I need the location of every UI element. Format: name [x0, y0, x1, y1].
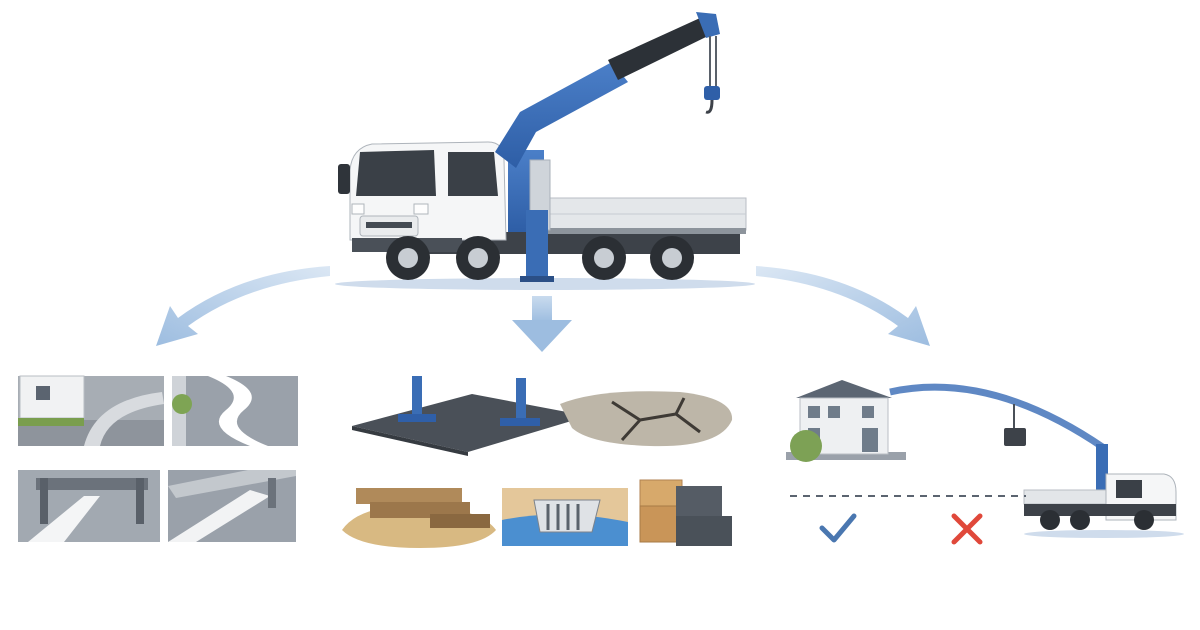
- building-lift-tile: [786, 380, 1184, 538]
- flatbed: [547, 197, 747, 234]
- ground-condition-group: [342, 376, 733, 548]
- arrow-left: [156, 266, 330, 346]
- soft-soil-timber-tile: [342, 488, 496, 548]
- winding-road-tile: [172, 376, 298, 446]
- check-icon: [819, 513, 857, 543]
- lift-reach-group: [786, 380, 1184, 545]
- drainage-grate-tile: [502, 488, 628, 546]
- crane-column: [508, 150, 554, 282]
- truck-cab: [338, 141, 507, 252]
- outrigger-plates-tile: [352, 376, 588, 456]
- cross-icon: [951, 513, 983, 545]
- crane-hook: [704, 36, 720, 114]
- small-crane-truck: [889, 383, 1184, 538]
- narrow-lane-wall-tile: [168, 470, 296, 542]
- house-driveway-tile: [18, 375, 164, 446]
- road-access-group: [18, 375, 298, 542]
- crane-truck: [335, 12, 755, 290]
- arrow-right: [756, 266, 930, 346]
- height-barrier-tile: [18, 470, 160, 542]
- truck-wheels: [386, 236, 694, 280]
- cracked-ground-tile: [560, 391, 733, 447]
- stacked-loads-tile: [639, 479, 732, 546]
- arrow-center: [512, 296, 572, 352]
- truck-shadow: [335, 278, 755, 290]
- crane-boom: [495, 12, 720, 168]
